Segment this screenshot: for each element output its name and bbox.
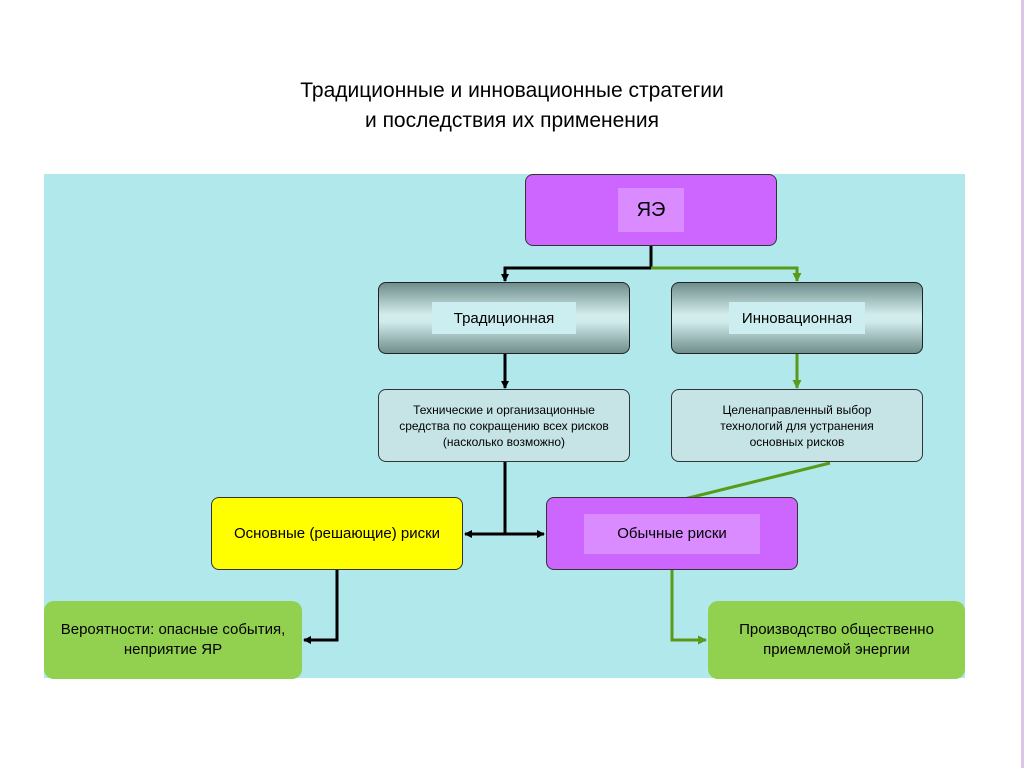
page-edge: [1021, 0, 1024, 768]
node-main-risks-label: Основные (решающие) риски: [233, 524, 441, 542]
arrow-root-to-innovative: [651, 266, 802, 282]
arrow-innovative-means-to-usual-risks: [667, 461, 831, 506]
node-traditional-means-label: Технические и организационные средства п…: [399, 402, 609, 449]
title-line-1: Традиционные и инновационные стратегии: [300, 79, 724, 102]
node-traditional-strategy: Традиционная: [378, 282, 630, 354]
arrow-root-to-traditional: [501, 246, 653, 282]
node-acceptable-energy-label: Производство общественно приемлемой энер…: [739, 621, 934, 658]
node-acceptable-energy: Производство общественно приемлемой энер…: [708, 601, 965, 679]
title-line-2: и последствия их применения: [365, 109, 659, 132]
node-traditional-strategy-label: Традиционная: [432, 302, 576, 334]
node-nuclear-energy: ЯЭ: [525, 174, 777, 246]
arrow-main-risks-to-probabilities: [303, 570, 339, 644]
node-innovative-means: Целенаправленный выбор технологий для ус…: [671, 389, 923, 462]
arrow-usual-risks-to-production: [670, 570, 707, 645]
diagram-title: Традиционные и инновационные стратегии и…: [0, 76, 1024, 136]
node-traditional-means: Технические и организационные средства п…: [378, 389, 630, 462]
node-innovative-strategy-label: Инновационная: [729, 302, 865, 334]
node-innovative-strategy: Инновационная: [671, 282, 923, 354]
node-probabilities-label: Вероятности: опасные события, неприятие …: [60, 621, 286, 658]
node-probabilities: Вероятности: опасные события, неприятие …: [44, 601, 302, 679]
node-main-risks: Основные (решающие) риски: [211, 497, 463, 570]
node-nuclear-energy-label: ЯЭ: [618, 188, 684, 232]
node-innovative-means-label: Целенаправленный выбор технологий для ус…: [720, 402, 874, 449]
node-usual-risks: Обычные риски: [546, 497, 798, 570]
node-usual-risks-label: Обычные риски: [584, 513, 760, 554]
